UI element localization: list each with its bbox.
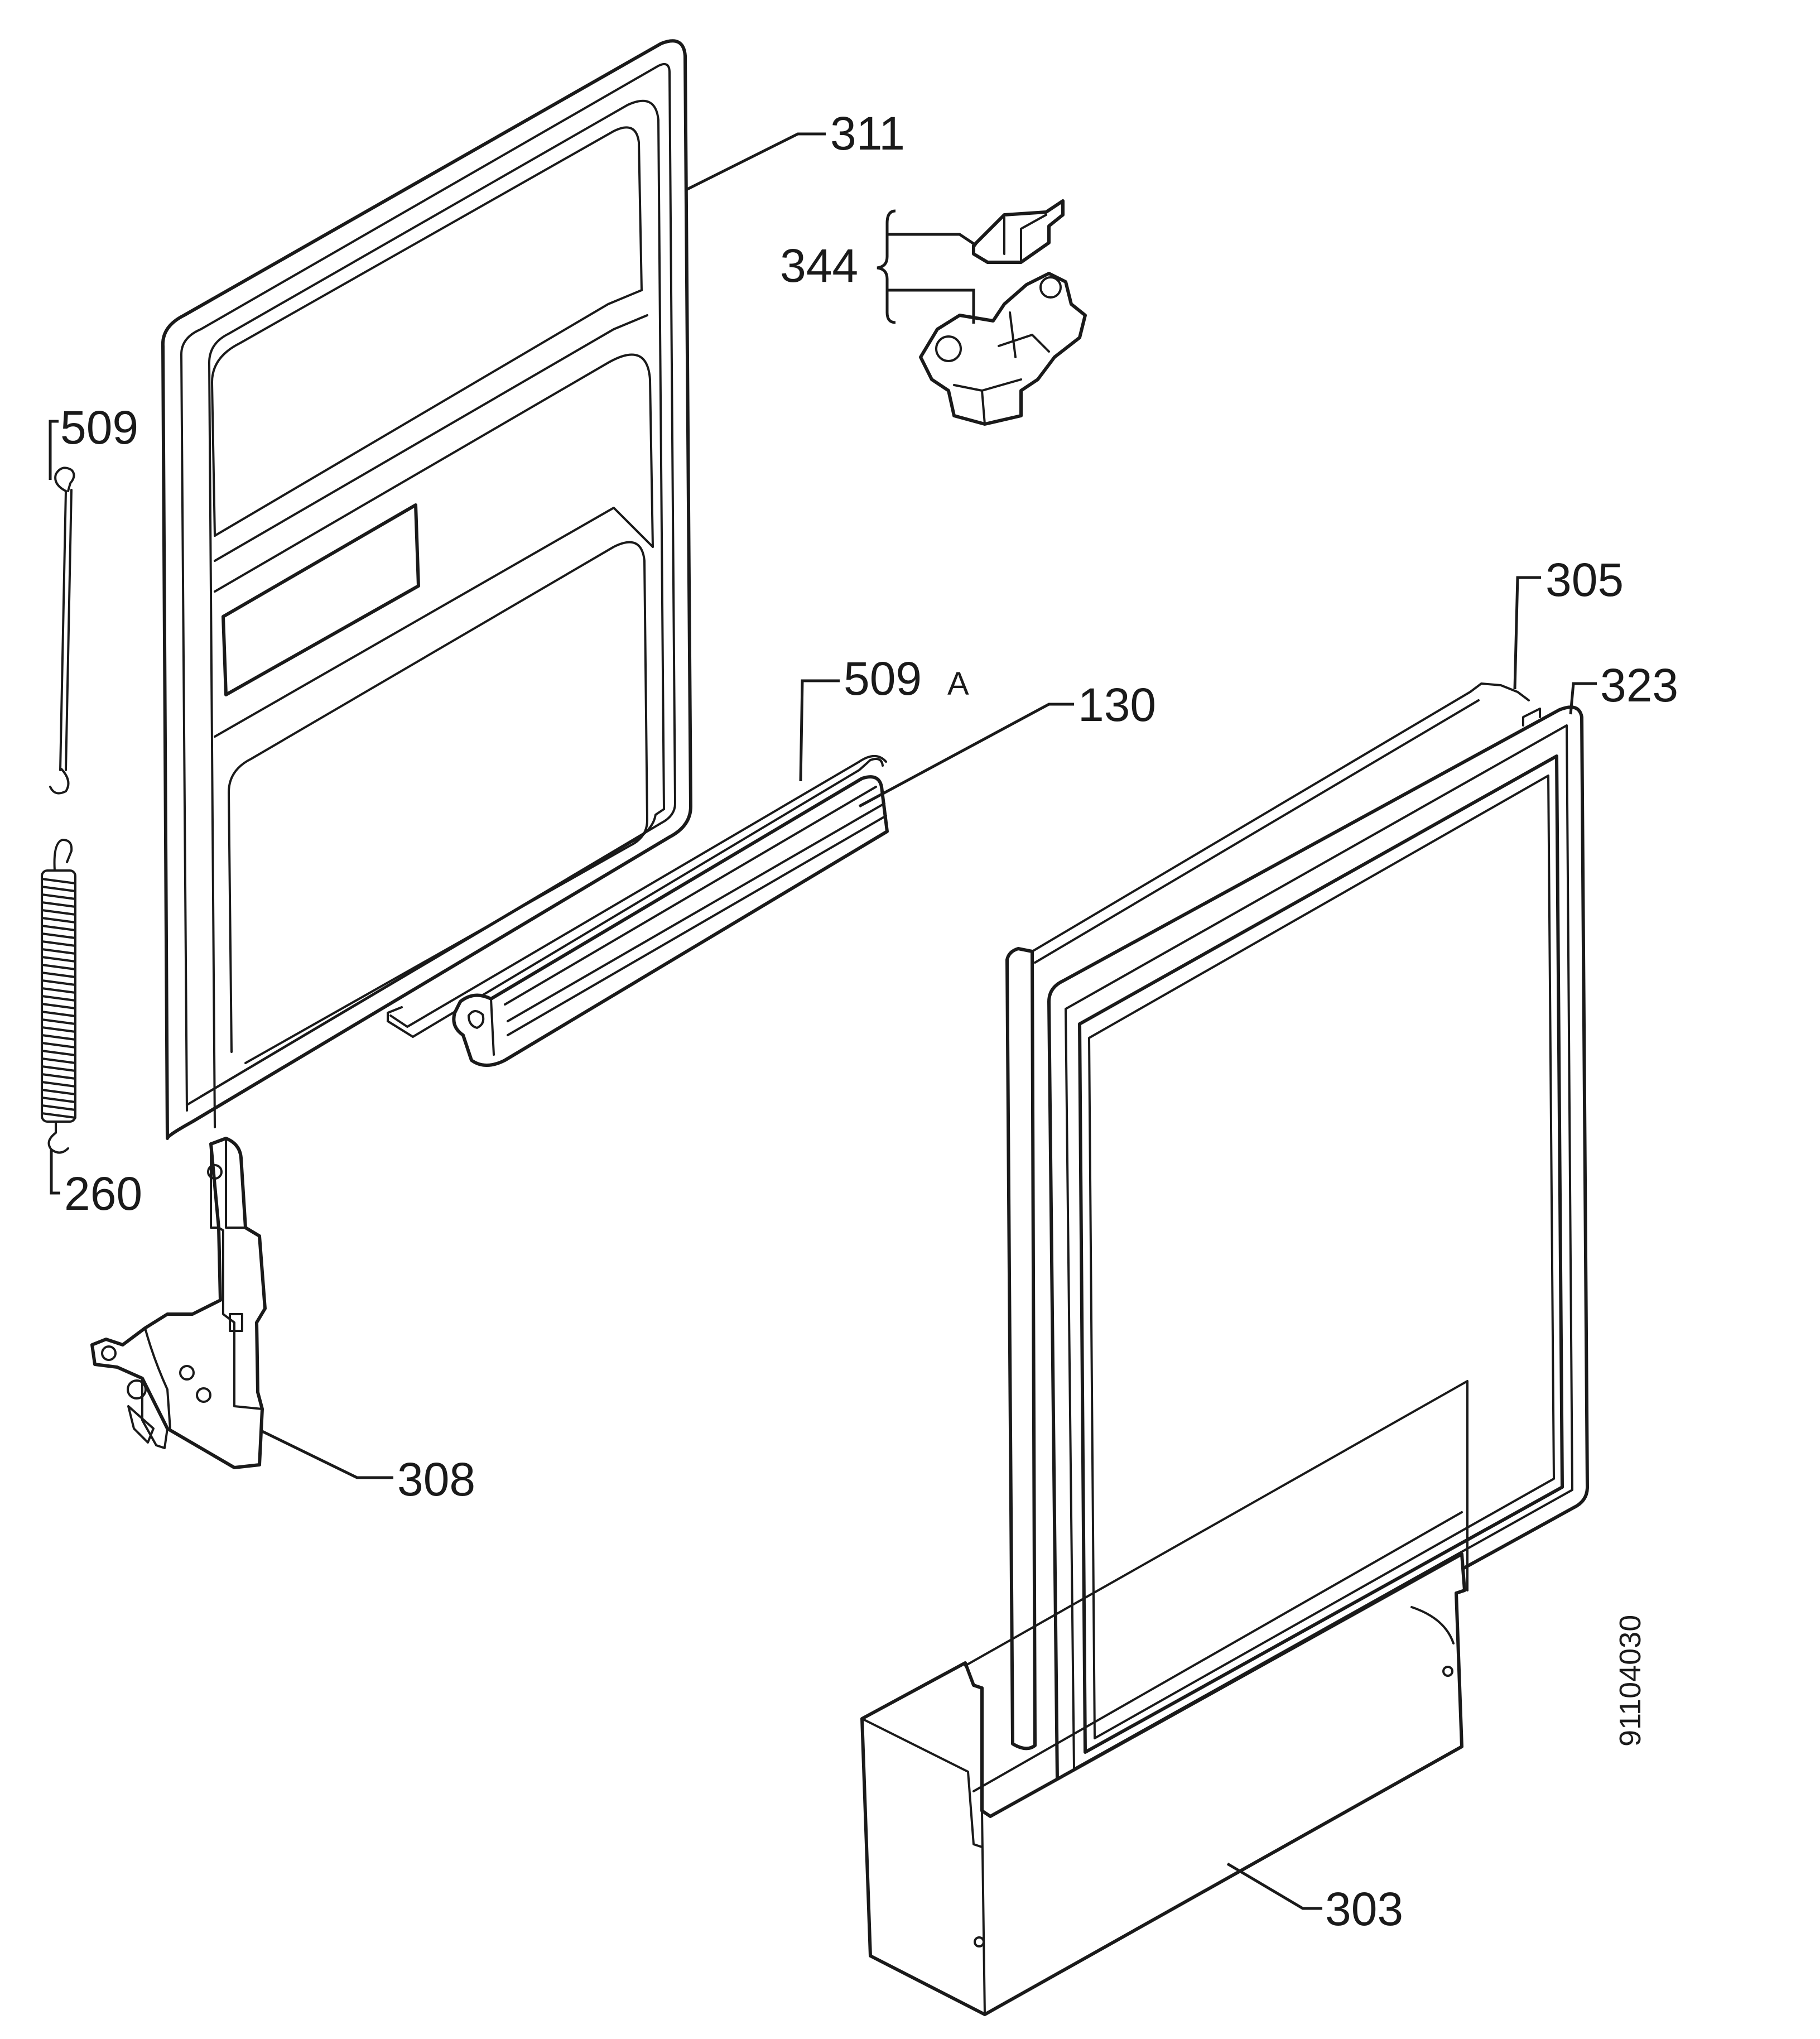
spring-coil xyxy=(41,909,76,916)
spring-coil xyxy=(41,878,76,884)
door-hinge xyxy=(90,1137,267,1469)
spring-coil xyxy=(41,886,76,892)
spring-coil xyxy=(41,940,76,947)
spring-coil xyxy=(41,1034,76,1041)
label-130: 130 xyxy=(1078,679,1156,731)
spring-coil xyxy=(41,1112,76,1119)
spring-coil xyxy=(41,1018,76,1025)
label-303: 303 xyxy=(1325,1883,1403,1935)
spring-coil xyxy=(41,1057,76,1064)
hook-rod xyxy=(49,467,75,795)
spring-coil xyxy=(41,1081,76,1088)
tension-spring xyxy=(41,839,76,1154)
kick-plate xyxy=(860,1380,1468,2016)
label-509a-suffix: A xyxy=(947,666,969,702)
leader-323 xyxy=(1569,682,1597,715)
label-308: 308 xyxy=(397,1453,475,1506)
label-344: 344 xyxy=(780,239,858,292)
spring-coil xyxy=(41,1097,76,1103)
spring-coil xyxy=(41,893,76,900)
label-311: 311 xyxy=(830,107,905,160)
label-323: 323 xyxy=(1600,659,1678,711)
leader-308 xyxy=(261,1430,393,1479)
inner-door-panel xyxy=(161,39,692,1140)
leader-509 xyxy=(49,420,59,480)
label-509a: 509 xyxy=(844,652,922,705)
spring-coil xyxy=(41,1050,76,1056)
spring-coil xyxy=(41,995,76,1002)
leader-303 xyxy=(1226,1862,1322,1910)
leader-260 xyxy=(50,1150,60,1195)
spring-coil xyxy=(41,1089,76,1095)
spring-coil xyxy=(41,964,76,970)
spring-coil xyxy=(41,1104,76,1111)
leader-344-catch xyxy=(888,233,978,247)
spring-coil xyxy=(41,1026,76,1033)
spring-coils xyxy=(41,878,76,1119)
label-509: 509 xyxy=(60,401,138,454)
spring-coil xyxy=(41,932,76,939)
spring-coil xyxy=(41,925,76,931)
leader-509a xyxy=(799,679,840,782)
label-305: 305 xyxy=(1545,554,1624,606)
spring-coil xyxy=(41,987,76,994)
leader-305 xyxy=(1513,576,1541,690)
spring-coil xyxy=(41,901,76,908)
bottom-rod xyxy=(387,755,887,1038)
spring-coil xyxy=(41,1011,76,1017)
side-trim xyxy=(1005,682,1530,1751)
leader-311 xyxy=(685,132,826,191)
label-260: 260 xyxy=(64,1167,142,1220)
outer-door-frame xyxy=(1047,705,1589,1788)
spring-coil xyxy=(41,948,76,955)
spring-coil xyxy=(41,917,76,924)
door-seal xyxy=(452,775,889,1067)
document-number: 91104030 xyxy=(1614,1615,1647,1747)
leader-130 xyxy=(858,703,1074,808)
spring-coil xyxy=(41,956,76,963)
spring-coil xyxy=(41,1003,76,1009)
door-lock-assembly xyxy=(919,199,1087,426)
spring-coil xyxy=(41,979,76,986)
spring-coil xyxy=(41,1042,76,1049)
spring-coil xyxy=(41,1065,76,1072)
brace-344 xyxy=(877,209,896,324)
spring-coil xyxy=(41,1073,76,1080)
leader-344-latch xyxy=(888,288,975,324)
spring-coil xyxy=(41,972,76,978)
